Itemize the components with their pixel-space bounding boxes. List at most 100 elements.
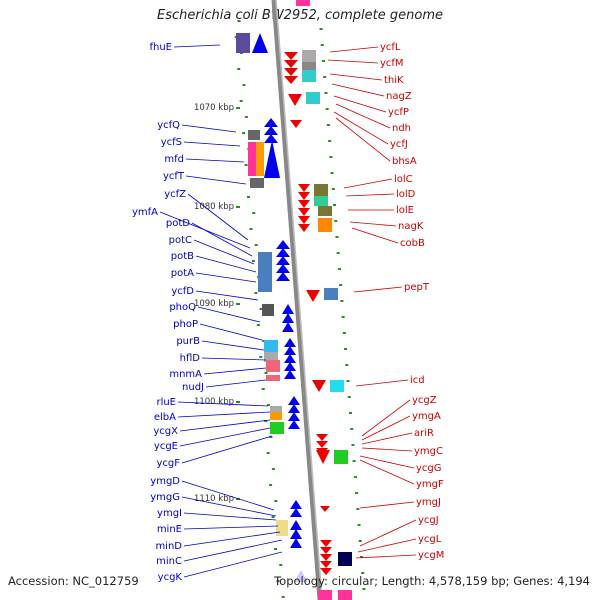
gene-label-ycfP: ycfP	[388, 107, 409, 118]
tick-mark	[356, 508, 360, 510]
tick-mark	[321, 60, 325, 62]
gene-arrow-forward	[284, 338, 296, 347]
leader-line	[335, 117, 391, 162]
leader-line	[181, 435, 273, 464]
gene-arrow-reverse	[320, 547, 332, 554]
feature-block	[264, 352, 278, 362]
tick-mark	[269, 484, 273, 486]
gene-label-potB: potB	[171, 251, 194, 262]
scale-label: 1090 kbp	[194, 299, 234, 309]
gene-arrow-forward	[290, 529, 302, 539]
tick-mark	[333, 204, 337, 206]
gene-label-ymgI: ymgI	[157, 508, 182, 519]
leader-line	[193, 239, 255, 265]
backbone-highlight	[275, 0, 323, 600]
feature-block	[270, 412, 282, 420]
leader-line	[327, 59, 379, 64]
gene-label-ycgE: ycgE	[154, 441, 178, 452]
feature-block	[248, 142, 256, 176]
feature-block	[296, 0, 310, 6]
gene-arrow-reverse	[298, 224, 310, 232]
tick-mark	[361, 572, 365, 574]
topology-text: Topology: circular; Length: 4,578,159 bp…	[274, 574, 590, 588]
tick-mark	[247, 196, 251, 198]
gene-label-ycfZ: ycfZ	[164, 189, 186, 200]
leader-line	[361, 415, 411, 441]
scale-label: 1080 kbp	[194, 202, 234, 212]
tick-mark	[261, 388, 265, 390]
leader-line	[329, 46, 379, 53]
tick-mark	[347, 396, 351, 398]
gene-label-thiK: thiK	[384, 75, 404, 86]
gene-label-ycgX: ycgX	[153, 426, 178, 437]
leader-line	[351, 227, 399, 244]
tick-mark	[237, 68, 241, 70]
gene-label-ariR: ariR	[414, 428, 434, 439]
gene-arrow-forward	[264, 140, 280, 178]
feature-block	[264, 340, 278, 352]
feature-block	[248, 130, 260, 140]
gene-arrow-reverse	[316, 450, 330, 464]
gene-arrow-reverse	[290, 120, 302, 128]
tick-mark	[330, 172, 334, 174]
gene-label-ymgJ: ymgJ	[416, 497, 441, 508]
tick-mark	[264, 372, 268, 374]
gene-label-mnmA: mnmA	[169, 369, 202, 380]
leader-line	[181, 480, 275, 511]
gene-arrow-forward	[276, 272, 290, 281]
gene-arrow-forward	[288, 404, 300, 413]
gene-label-ndh: ndh	[392, 123, 411, 134]
gene-label-ycfT: ycfT	[163, 171, 185, 182]
gene-label-cobB: cobB	[400, 238, 425, 249]
leader-line	[335, 103, 391, 129]
gene-arrow-forward	[288, 412, 300, 421]
leader-line	[355, 379, 409, 387]
gene-label-phoP: phoP	[173, 319, 198, 330]
leader-line	[359, 519, 417, 547]
gene-arrow-forward	[288, 420, 300, 429]
gene-label-ymfA: ymfA	[132, 207, 158, 218]
feature-block	[302, 62, 316, 70]
leader-line	[195, 290, 259, 301]
leader-line	[199, 323, 263, 341]
tick-mark	[335, 236, 339, 238]
gene-arrow-reverse	[284, 68, 298, 76]
gene-label-ycfQ: ycfQ	[157, 120, 180, 131]
feature-block	[258, 252, 272, 292]
gene-arrow-forward	[264, 126, 278, 135]
leader-line	[181, 124, 237, 133]
tick-mark	[342, 332, 346, 334]
gene-arrow-forward	[276, 256, 290, 265]
feature-block	[262, 304, 274, 316]
leader-line	[183, 531, 281, 547]
accession-text: Accession: NC_012759	[8, 574, 139, 588]
scale-tick	[236, 107, 240, 109]
gene-label-rluE: rluE	[156, 397, 176, 408]
leader-line	[179, 427, 271, 447]
gene-label-ycgF: ycgF	[156, 458, 180, 469]
gene-label-bhsA: bhsA	[392, 156, 417, 167]
tick-mark	[324, 92, 328, 94]
gene-arrow-forward	[282, 322, 294, 332]
gene-arrow-reverse	[316, 441, 328, 448]
tick-mark	[262, 340, 266, 342]
tick-mark	[357, 524, 361, 526]
gene-arrow-forward	[290, 520, 302, 530]
gene-arrow-reverse	[320, 561, 332, 568]
tick-mark	[266, 452, 270, 454]
gene-label-nagK: nagK	[398, 221, 424, 232]
leader-line	[329, 73, 383, 81]
gene-arrow-forward	[294, 570, 308, 582]
gene-label-potA: potA	[171, 268, 194, 279]
gene-label-elbA: elbA	[154, 412, 176, 423]
leader-line	[177, 401, 269, 407]
leader-line	[349, 221, 397, 227]
gene-arrow-reverse	[298, 208, 310, 216]
gene-label-ymgG: ymgG	[150, 492, 180, 503]
feature-block	[270, 406, 282, 412]
feature-block	[236, 33, 250, 53]
leader-line	[177, 411, 271, 418]
scale-label: 1110 kbp	[194, 494, 234, 504]
tick-mark	[242, 132, 246, 134]
